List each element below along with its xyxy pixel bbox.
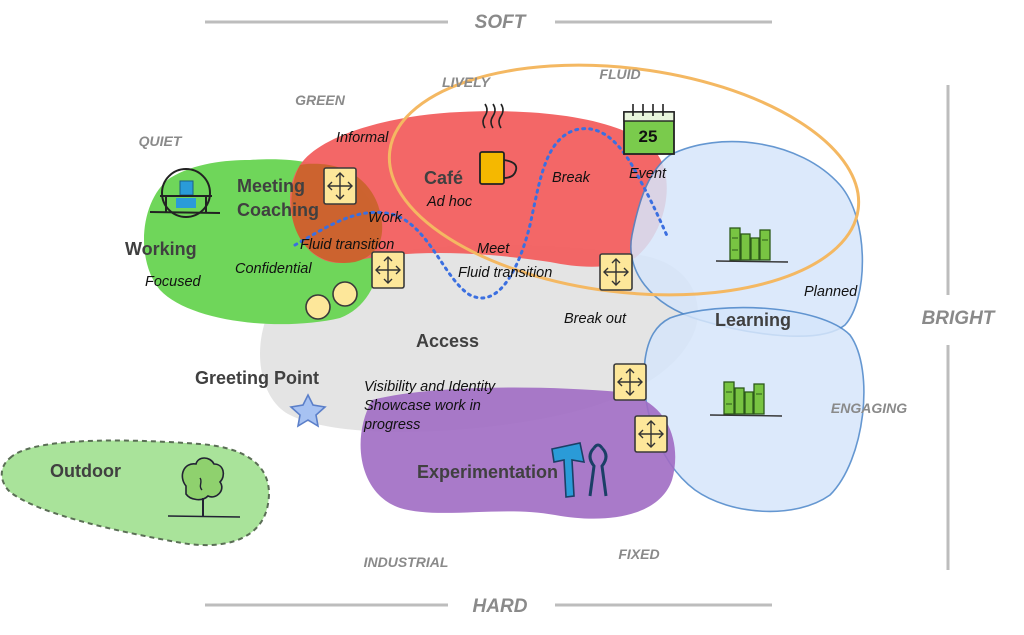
sticky-note-icon	[634, 415, 668, 453]
note-progress: progress	[363, 417, 420, 433]
zone-greeting-title: Greeting Point	[195, 368, 319, 388]
quality-engaging-label: ENGAGING	[831, 400, 907, 416]
note-confidential: Confidential	[235, 261, 312, 277]
note-visibility: Visibility and Identity	[364, 379, 496, 395]
fluid-ring	[387, 63, 861, 297]
round-table-icon	[305, 281, 358, 320]
axis-soft-label: SOFT	[475, 12, 527, 33]
note-fluid-transition-1: Fluid transition	[300, 237, 394, 253]
note-break: Break	[552, 170, 591, 186]
note-meet: Meet	[477, 241, 510, 257]
zone-coaching-title: Coaching	[237, 200, 319, 220]
outdoor-zone	[0, 439, 270, 547]
note-ad-hoc: Ad hoc	[426, 194, 473, 210]
zone-working-title: Working	[125, 239, 197, 259]
experimentation-zone	[360, 387, 676, 519]
axis-bright-label: BRIGHT	[922, 308, 996, 329]
note-showcase: Showcase work in	[364, 398, 481, 414]
note-event: Event	[629, 166, 667, 182]
note-informal: Informal	[336, 130, 389, 146]
note-planned: Planned	[804, 284, 858, 300]
zone-learning-title: Learning	[715, 310, 791, 330]
hammer-pliers-icon	[551, 442, 608, 498]
calendar-day: 25	[639, 127, 658, 146]
note-focused: Focused	[145, 274, 202, 290]
desk-chair-icon	[149, 168, 221, 218]
sticky-note-icon	[613, 363, 647, 401]
sticky-note-icon	[323, 167, 357, 205]
zone-experimentation-title: Experimentation	[417, 462, 558, 482]
axis-lines	[205, 20, 950, 607]
quality-fluid-label: FLUID	[599, 66, 640, 82]
cafe-zone	[290, 111, 667, 267]
note-break-out: Break out	[564, 311, 627, 327]
note-work: Work	[368, 210, 403, 226]
axis-hard-label: HARD	[473, 596, 528, 617]
zone-cafe-title: Café	[424, 168, 463, 188]
star-icon	[289, 393, 327, 428]
quality-lively-label: LIVELY	[442, 74, 492, 90]
quality-industrial-label: INDUSTRIAL	[364, 554, 449, 570]
zone-outdoor-title: Outdoor	[50, 461, 121, 481]
calendar-icon: 25	[623, 104, 675, 155]
zone-access-title: Access	[416, 331, 479, 351]
zone-meeting-title: Meeting	[237, 176, 305, 196]
sticky-note-icon	[371, 251, 405, 289]
sticky-note-icon	[599, 253, 633, 291]
quality-quiet-label: QUIET	[139, 133, 183, 149]
meeting-overlap-zone	[291, 163, 383, 263]
note-fluid-transition-2: Fluid transition	[458, 265, 552, 281]
movement-path	[293, 127, 670, 300]
quality-fixed-label: FIXED	[618, 546, 659, 562]
coffee-cup-icon	[479, 103, 518, 185]
tree-icon	[167, 457, 241, 518]
quality-green-label: GREEN	[295, 92, 346, 108]
